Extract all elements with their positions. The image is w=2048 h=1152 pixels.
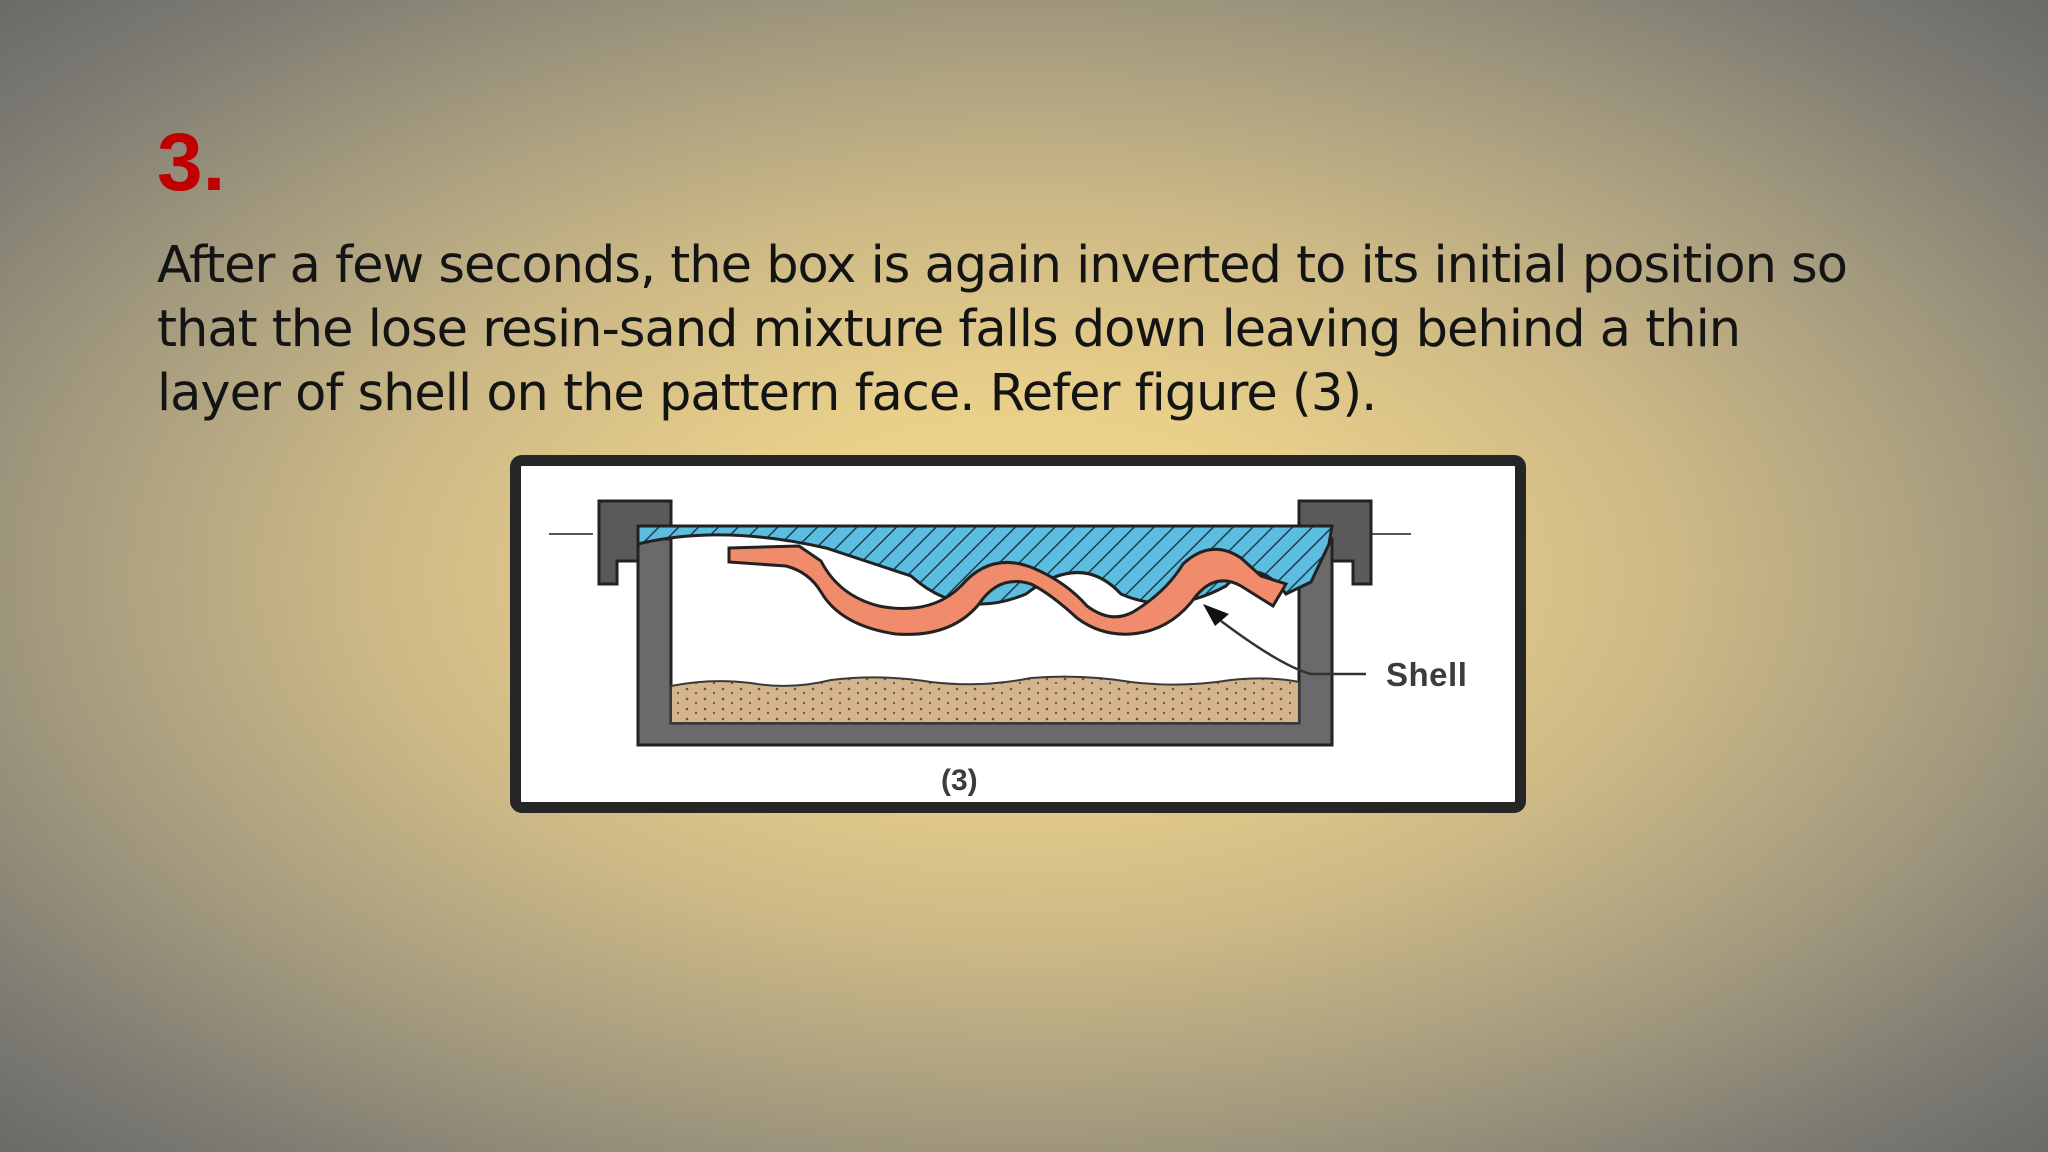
shell-arrow <box>1220 619 1366 676</box>
shell-label: Shell <box>1386 656 1468 693</box>
shell-molding-diagram <box>549 499 1411 747</box>
shell-layer <box>727 544 1289 636</box>
inverted-box <box>597 499 1373 747</box>
slide-number: 3. <box>157 117 226 208</box>
fallen-sand <box>670 675 1300 724</box>
shell-molding-figure: Shell (3) <box>510 455 1526 813</box>
figure-caption: (3) <box>941 764 978 797</box>
slide-paragraph: After a few seconds, the box is again in… <box>157 236 1848 423</box>
shell-arrowhead <box>1203 604 1229 626</box>
